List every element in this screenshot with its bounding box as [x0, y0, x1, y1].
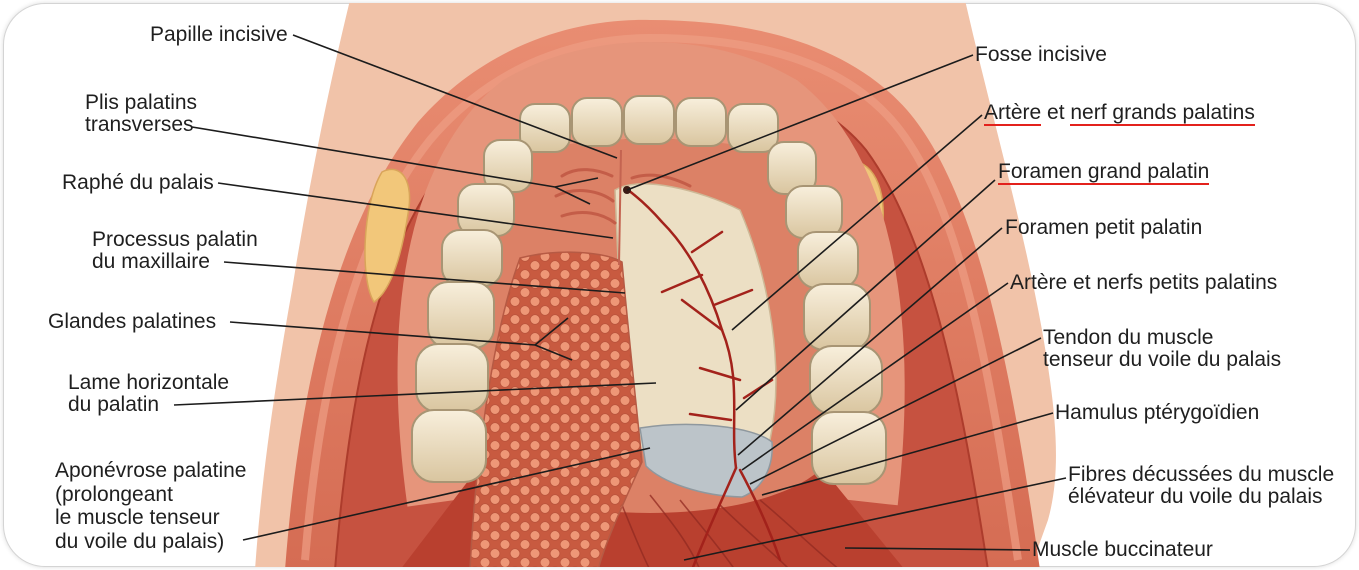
label-line: Plis palatins [85, 92, 197, 114]
label-line: élévateur du voile du palais [1068, 486, 1334, 508]
label-text: Muscle buccinateur [1032, 538, 1213, 561]
label-text: Artère et nerfs petits palatins [1010, 271, 1277, 294]
highlighted-term: Foramen grand palatin [998, 160, 1209, 185]
label-foramen-petit-palatin: Foramen petit palatin [1005, 217, 1202, 239]
tooth [458, 184, 514, 236]
label-fibres-decussees: Fibres décussées du muscle élévateur du … [1068, 464, 1334, 508]
label-foramen-grand-palatin: Foramen grand palatin [998, 161, 1209, 183]
tooth [572, 98, 622, 146]
label-plis-palatins-transverses: Plis palatins transverses [85, 92, 197, 136]
label-text: Raphé du palais [62, 171, 214, 194]
label-line: Processus palatin [92, 229, 258, 251]
tooth [416, 344, 488, 412]
label-line: Lame horizontale [68, 372, 229, 394]
label-line: (prolongeant [55, 483, 246, 507]
label-processus-palatin: Processus palatin du maxillaire [92, 229, 258, 273]
label-fosse-incisive: Fosse incisive [975, 44, 1107, 66]
label-tendon-muscle-tenseur: Tendon du muscle tenseur du voile du pal… [1043, 327, 1281, 371]
label-text: Foramen petit palatin [1005, 216, 1202, 239]
tooth [786, 186, 842, 238]
label-papille-incisive: Papille incisive [150, 24, 288, 46]
label-text: Papille incisive [150, 23, 288, 46]
tooth [442, 230, 502, 286]
highlighted-term: Artère [984, 101, 1041, 126]
label-artere-nerf-grands-palatins: Artère et nerf grands palatins [984, 102, 1255, 124]
label-line: du maxillaire [92, 251, 258, 273]
label-glandes-palatines: Glandes palatines [48, 311, 216, 333]
tooth [412, 410, 486, 482]
tooth [676, 98, 726, 146]
label-line: transverses [85, 114, 197, 136]
tooth [798, 232, 858, 288]
label-line: tenseur du voile du palais [1043, 349, 1281, 371]
label-line: le muscle tenseur [55, 506, 246, 530]
label-raphe-du-palais: Raphé du palais [62, 172, 214, 194]
label-text: Hamulus ptérygoïdien [1055, 401, 1259, 424]
highlighted-term: nerf grands palatins [1070, 101, 1254, 126]
label-text: Glandes palatines [48, 310, 216, 333]
label-aponevrose-palatine: Aponévrose palatine (prolongeant le musc… [55, 459, 246, 553]
label-text: et [1041, 101, 1070, 124]
label-muscle-buccinateur: Muscle buccinateur [1032, 539, 1213, 561]
label-line: du voile du palais) [55, 530, 246, 554]
label-lame-horizontale: Lame horizontale du palatin [68, 372, 229, 416]
label-line: du palatin [68, 394, 229, 416]
label-line: Fibres décussées du muscle [1068, 464, 1334, 486]
tooth [728, 104, 778, 152]
label-text: Fosse incisive [975, 43, 1107, 66]
tooth [624, 96, 674, 144]
label-line: Tendon du muscle [1043, 327, 1281, 349]
label-hamulus-pterygoidien: Hamulus ptérygoïdien [1055, 402, 1259, 424]
label-line: Aponévrose palatine [55, 459, 246, 483]
label-artere-nerfs-petits-palatins: Artère et nerfs petits palatins [1010, 272, 1277, 294]
